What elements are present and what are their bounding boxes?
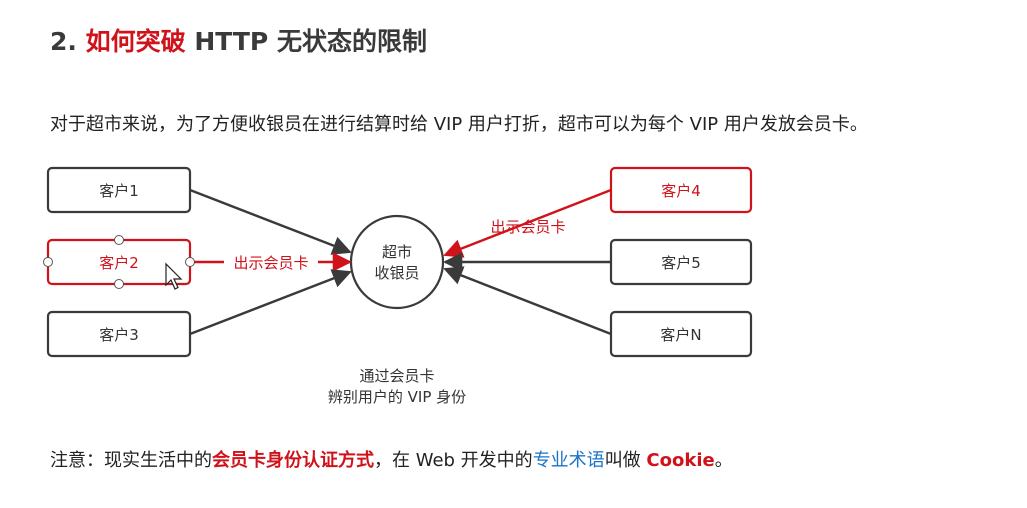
cashier-label-line1: 超市 [382,243,412,261]
arrow-customern-to-cashier [443,266,612,336]
title-rest: HTTP 无状态的限制 [185,27,427,56]
customer-label-2: 客户2 [99,254,139,272]
caption-line2: 辨别用户的 VIP 身份 [328,388,466,406]
selection-handle-right[interactable] [185,257,195,267]
cashier-circle [349,214,445,310]
note-term: 专业术语 [532,450,605,471]
note-part5: 叫做 [604,450,647,471]
note-cookie: Cookie [646,450,715,471]
selection-handle-left[interactable] [43,257,53,267]
cashier-label-line2: 收银员 [374,264,419,282]
intro-paragraph: 对于超市来说，为了方便收银员在进行结算时给 VIP 用户打折，超市可以为每个 V… [50,114,868,135]
arrow-customer4-to-cashier [443,188,612,258]
note-part3: ，在 Web 开发中的 [374,450,533,471]
note-part1: 注意：现实生活中的 [50,450,212,471]
selection-handle-bottom[interactable] [114,279,124,289]
caption-line1: 通过会员卡 [359,367,434,385]
show-card-label-right: 出示会员卡 [490,218,565,236]
note-paragraph: 注意：现实生活中的会员卡身份认证方式，在 Web 开发中的专业术语叫做 Cook… [50,446,733,472]
title-prefix: 2. [50,27,86,56]
note-part7: 。 [714,450,733,471]
selection-handle-top[interactable] [114,235,124,245]
customer-label-4: 客户4 [661,182,701,200]
arrow-customer3-to-cashier [189,269,352,336]
show-card-label-left: 出示会员卡 [233,254,308,272]
arrow-customer1-to-cashier [189,188,352,255]
mouse-pointer-icon [165,262,183,290]
customer-label-1: 客户1 [99,182,139,200]
customer-label-5: 客户5 [661,254,701,272]
label-bg-left [224,252,318,272]
note-highlight-method: 会员卡身份认证方式 [212,450,374,471]
page-title: 2. 如何突破 HTTP 无状态的限制 [50,22,427,58]
title-highlight: 如何突破 [85,27,186,56]
customer-label-n: 客户N [660,326,701,344]
customer-label-3: 客户3 [99,326,139,344]
